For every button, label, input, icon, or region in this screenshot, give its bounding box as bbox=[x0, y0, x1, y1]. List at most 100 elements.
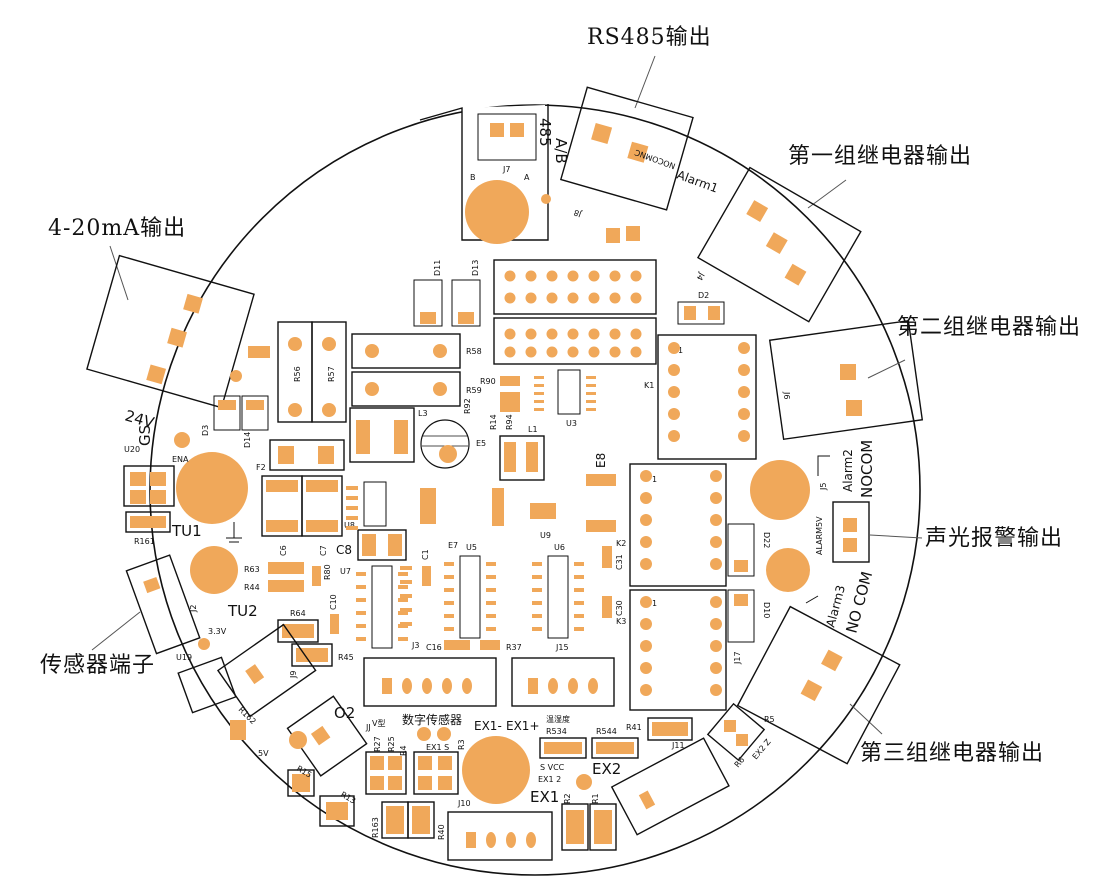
ic-leg bbox=[486, 614, 496, 618]
label-j9: J9 bbox=[289, 671, 298, 679]
label-ex1-2: EX1 2 bbox=[538, 775, 561, 784]
ic-leg bbox=[400, 608, 412, 612]
label-ab: A/B bbox=[552, 138, 570, 164]
label-r5: R5 bbox=[764, 715, 775, 724]
pad-j3-1 bbox=[382, 678, 392, 694]
arrow-alarm3 bbox=[805, 595, 819, 604]
pad-r64 bbox=[282, 624, 314, 638]
label-j7: J7 bbox=[502, 165, 510, 174]
label-c31: C31 bbox=[615, 554, 624, 570]
pad-j10-1 bbox=[466, 832, 476, 848]
relay-pin bbox=[640, 640, 652, 652]
ic-leg bbox=[532, 601, 542, 605]
via-5v bbox=[289, 731, 307, 749]
relay-pin bbox=[710, 492, 722, 504]
ic-u6 bbox=[547, 555, 569, 639]
label-tu2: TU2 bbox=[227, 602, 258, 620]
arrow-alarm2 bbox=[817, 455, 830, 476]
pad-cluster-1a bbox=[370, 756, 384, 770]
connector-j3 bbox=[363, 657, 497, 707]
relay-pin bbox=[738, 364, 750, 376]
cap-c10 bbox=[330, 614, 339, 634]
pad-r13 bbox=[326, 802, 348, 820]
pad-l3-1 bbox=[356, 420, 370, 454]
pad-r45 bbox=[296, 648, 328, 662]
mount-hole-top bbox=[465, 180, 529, 244]
pad-cluster-1d bbox=[388, 776, 402, 790]
ic-leg bbox=[586, 408, 596, 411]
via-left bbox=[230, 370, 242, 382]
pad-r56-1 bbox=[288, 337, 302, 351]
header-pin bbox=[546, 292, 558, 304]
mount-hole-bottom bbox=[462, 736, 530, 804]
label-j5: J5 bbox=[819, 483, 828, 491]
ic-leg bbox=[346, 516, 358, 520]
pad-d11 bbox=[420, 312, 436, 324]
header-pin bbox=[525, 270, 537, 282]
pad-r40 bbox=[412, 806, 430, 834]
leader-sensor-term bbox=[91, 611, 141, 651]
label-c6: C6 bbox=[279, 545, 288, 556]
connector-j6 bbox=[768, 319, 924, 441]
relay-pin bbox=[738, 342, 750, 354]
pad-f2-1 bbox=[278, 446, 294, 464]
relay-pin bbox=[668, 430, 680, 442]
ic-leg bbox=[400, 622, 412, 626]
ic-leg bbox=[400, 566, 412, 570]
ic-leg bbox=[486, 588, 496, 592]
label-j15: J15 bbox=[555, 643, 569, 652]
pad-r41 bbox=[652, 722, 688, 736]
label-r2: R2 bbox=[563, 793, 572, 804]
header-pin bbox=[546, 346, 558, 358]
diode-d13 bbox=[451, 279, 481, 327]
header-pin bbox=[525, 346, 537, 358]
label-k1-pin1: 1 bbox=[678, 346, 683, 355]
pad-top-1 bbox=[606, 228, 620, 243]
label-j17: J17 bbox=[733, 651, 742, 665]
pad-cluster-1b bbox=[388, 756, 402, 770]
callout-audio-alarm: 声光报警输出 bbox=[925, 526, 1063, 551]
label-ex2: EX2 bbox=[592, 760, 621, 778]
ic-leg bbox=[574, 627, 584, 631]
pad-r15 bbox=[292, 774, 310, 792]
header-pin bbox=[567, 292, 579, 304]
cap-e7-pad bbox=[492, 488, 504, 526]
relay-pin bbox=[640, 492, 652, 504]
label-d22: D22 bbox=[762, 532, 771, 548]
label-u7: U7 bbox=[340, 567, 351, 576]
ic-leg bbox=[444, 601, 454, 605]
connector-j4 bbox=[696, 166, 862, 323]
relay-pin bbox=[710, 596, 722, 608]
ic-leg bbox=[532, 588, 542, 592]
ground-symbol bbox=[226, 522, 242, 543]
pad-r58-2 bbox=[433, 344, 447, 358]
label-r80: R80 bbox=[323, 564, 332, 580]
connector-j7 bbox=[477, 113, 537, 161]
ic-leg bbox=[398, 598, 408, 602]
ic-leg bbox=[356, 611, 366, 615]
relay-pin bbox=[640, 596, 652, 608]
relay-pin bbox=[738, 408, 750, 420]
label-k1: K1 bbox=[644, 381, 654, 390]
ic-leg bbox=[356, 624, 366, 628]
label-r3: R3 bbox=[457, 739, 466, 750]
ic-leg bbox=[444, 575, 454, 579]
label-r41: R41 bbox=[626, 723, 642, 732]
via-top bbox=[541, 194, 551, 204]
pad-r5 bbox=[724, 720, 736, 732]
mount-hole-right-small bbox=[766, 548, 810, 592]
connector-j15-pads bbox=[548, 678, 598, 694]
res-r13 bbox=[319, 795, 355, 827]
header-pin bbox=[567, 270, 579, 282]
label-j8: J8 bbox=[573, 208, 584, 219]
label-ena: ENA bbox=[172, 455, 189, 464]
ic-leg bbox=[574, 588, 584, 592]
callout-current-out: 4-20mA输出 bbox=[48, 216, 186, 241]
leader-relay3 bbox=[849, 703, 883, 735]
ic-leg bbox=[574, 601, 584, 605]
pad-j15-1 bbox=[528, 678, 538, 694]
pad-cluster-2c bbox=[418, 776, 432, 790]
ic-leg bbox=[346, 526, 358, 530]
pad-c8-2 bbox=[388, 534, 402, 556]
connector-pad bbox=[526, 832, 536, 848]
